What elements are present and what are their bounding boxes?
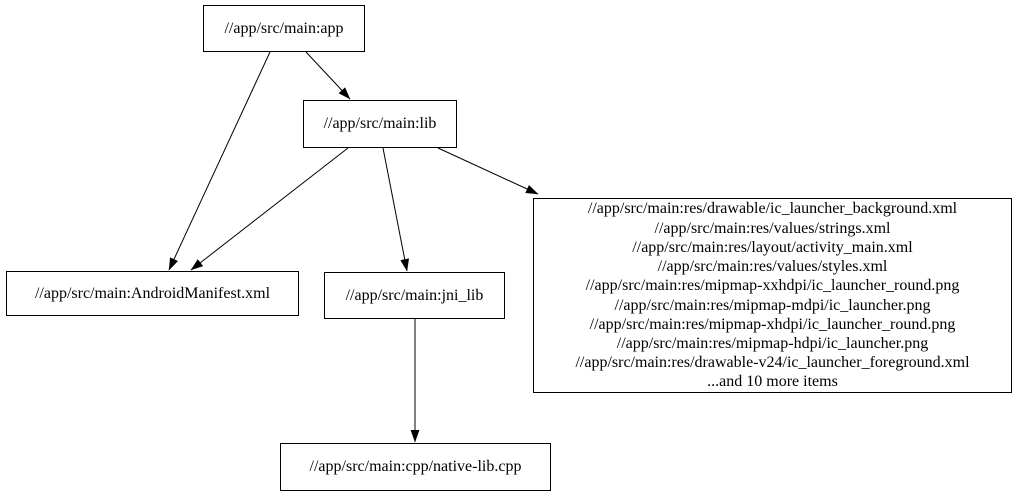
node-native-lib-cpp: //app/src/main:cpp/native-lib.cpp <box>280 443 551 491</box>
node-lib-target: //app/src/main:lib <box>303 100 457 148</box>
resource-item: //app/src/main:res/mipmap-mdpi/ic_launch… <box>614 296 931 314</box>
edge-app-to-manifest <box>168 51 271 271</box>
resource-item: //app/src/main:res/mipmap-xhdpi/ic_launc… <box>589 315 956 333</box>
edge-lib-to-resources <box>437 147 539 195</box>
resource-item: //app/src/main:res/values/styles.xml <box>657 258 888 276</box>
node-resources-list: //app/src/main:res/drawable/ic_launcher_… <box>533 198 1012 393</box>
resource-items-more: ...and 10 more items <box>707 373 838 391</box>
resource-item: //app/src/main:res/mipmap-xxhdpi/ic_laun… <box>585 277 960 295</box>
resource-item: //app/src/main:res/drawable-v24/ic_launc… <box>575 354 970 372</box>
edge-lib-to-jni-lib <box>382 147 410 272</box>
resource-item: //app/src/main:res/mipmap-hdpi/ic_launch… <box>616 334 929 352</box>
edge-app-to-lib <box>305 51 351 100</box>
resource-item: //app/src/main:res/values/strings.xml <box>654 219 891 237</box>
node-app-target: //app/src/main:app <box>203 5 365 52</box>
node-android-manifest: //app/src/main:AndroidManifest.xml <box>6 271 299 316</box>
resource-item: //app/src/main:res/layout/activity_main.… <box>632 238 913 256</box>
edge-lib-to-manifest <box>190 147 349 271</box>
node-jni-lib-target: //app/src/main:jni_lib <box>324 272 505 319</box>
resource-item: //app/src/main:res/drawable/ic_launcher_… <box>587 200 958 218</box>
